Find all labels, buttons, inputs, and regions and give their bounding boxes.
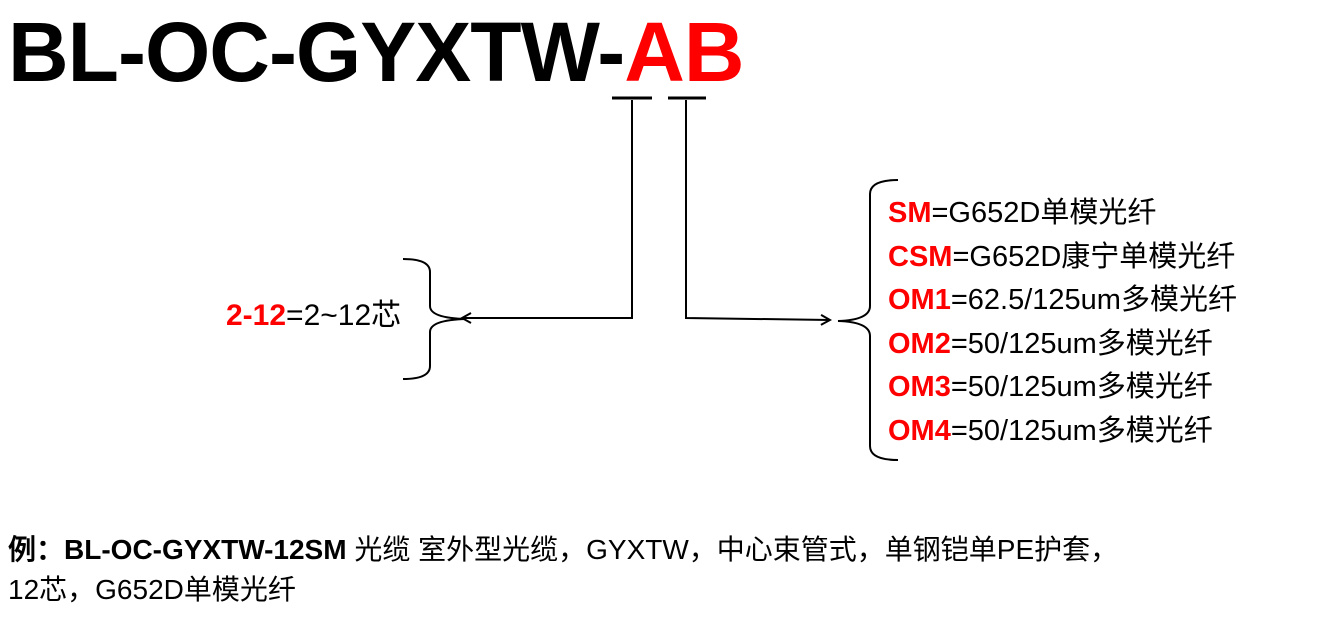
fiber-option-code: OM4 [888,414,951,447]
fiber-option: OM2=50/125um多模光纤 [888,323,1237,367]
fiber-option: OM3=50/125um多模光纤 [888,366,1237,410]
fiber-option-desc: =62.5/125um多模光纤 [950,284,1237,317]
fiber-option-code: CSM [888,240,953,273]
fiber-option-desc: =G652D康宁单模光纤 [952,240,1236,273]
fiber-option: SM=G652D单模光纤 [888,192,1237,236]
example-line1-rest: 光缆 室外型光缆，GYXTW，中心束管式，单钢铠单PE护套， [346,534,1119,565]
fiber-option-code: SM [888,197,932,229]
example-line2: 12芯，G652D单模光纤 [8,574,296,605]
left-brace [402,258,467,380]
core-count-option: 2-12=2~12芯 [226,296,401,336]
fiber-option-desc: =50/125um多模光纤 [950,414,1213,447]
code-a: A [624,5,685,99]
code-b: B [683,5,745,99]
fiber-option: OM4=50/125um多模光纤 [888,410,1237,454]
connector-a [462,100,633,318]
model-code-title: BL-OC-GYXTW-AB [8,4,745,100]
fiber-option: CSM=G652D康宁单模光纤 [888,236,1237,280]
fiber-type-options: SM=G652D单模光纤 CSM=G652D康宁单模光纤 OM1=62.5/12… [888,192,1237,454]
fiber-option-desc: =50/125um多模光纤 [950,327,1213,360]
fiber-option-code: OM3 [888,371,951,404]
core-count-desc: =2~12芯 [286,299,402,332]
fiber-option-code: OM1 [888,284,951,317]
example-lead: 例： [8,534,65,565]
model-prefix: BL-OC-GYXTW- [8,5,625,99]
fiber-option: OM1=62.5/125um多模光纤 [888,279,1237,323]
fiber-option-desc: =50/125um多模光纤 [950,371,1213,404]
example-model: BL-OC-GYXTW-12SM [64,534,347,565]
fiber-option-code: OM2 [888,327,951,360]
core-count-code: 2-12 [226,299,287,332]
right-brace [837,179,899,461]
connector-b [685,100,830,320]
example-description: 例：BL-OC-GYXTW-12SM 光缆 室外型光缆，GYXTW，中心束管式，… [8,530,1308,610]
fiber-option-desc: =G652D单模光纤 [931,197,1157,229]
